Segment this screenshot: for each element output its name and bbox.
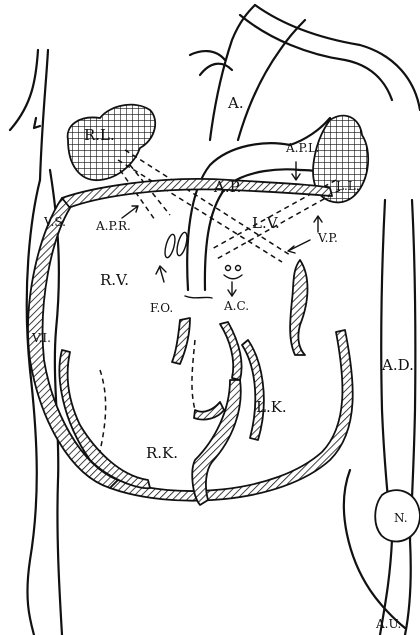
heart-wall xyxy=(28,179,353,501)
label-ad: A.D. xyxy=(381,356,414,374)
label-ap: A.P. xyxy=(213,178,241,196)
label-vs: V.S. xyxy=(43,215,66,229)
label-vp: V.P. xyxy=(317,231,338,245)
label-rv: R.V. xyxy=(100,271,129,289)
label-rl: R.L. xyxy=(84,126,115,144)
annotation-arrows xyxy=(122,162,322,253)
aortic-cusps xyxy=(185,266,242,299)
label-ac: A.C. xyxy=(223,299,249,313)
label-au: A.U. xyxy=(375,617,401,631)
label-lv: L.V. xyxy=(252,214,280,232)
label-ll: L.L. xyxy=(336,179,360,193)
label-apl: A.P.L. xyxy=(285,141,320,155)
aorta xyxy=(190,5,420,635)
label-fo: F.O. xyxy=(150,301,173,315)
label-a: A. xyxy=(227,94,244,112)
label-lk: L.K. xyxy=(256,398,287,416)
label-vi: V.I. xyxy=(31,331,51,345)
foramen-ovale xyxy=(156,231,189,282)
label-rk: R.K. xyxy=(146,444,178,462)
label-n: N. xyxy=(394,511,408,525)
label-apr: A.P.R. xyxy=(95,219,131,233)
